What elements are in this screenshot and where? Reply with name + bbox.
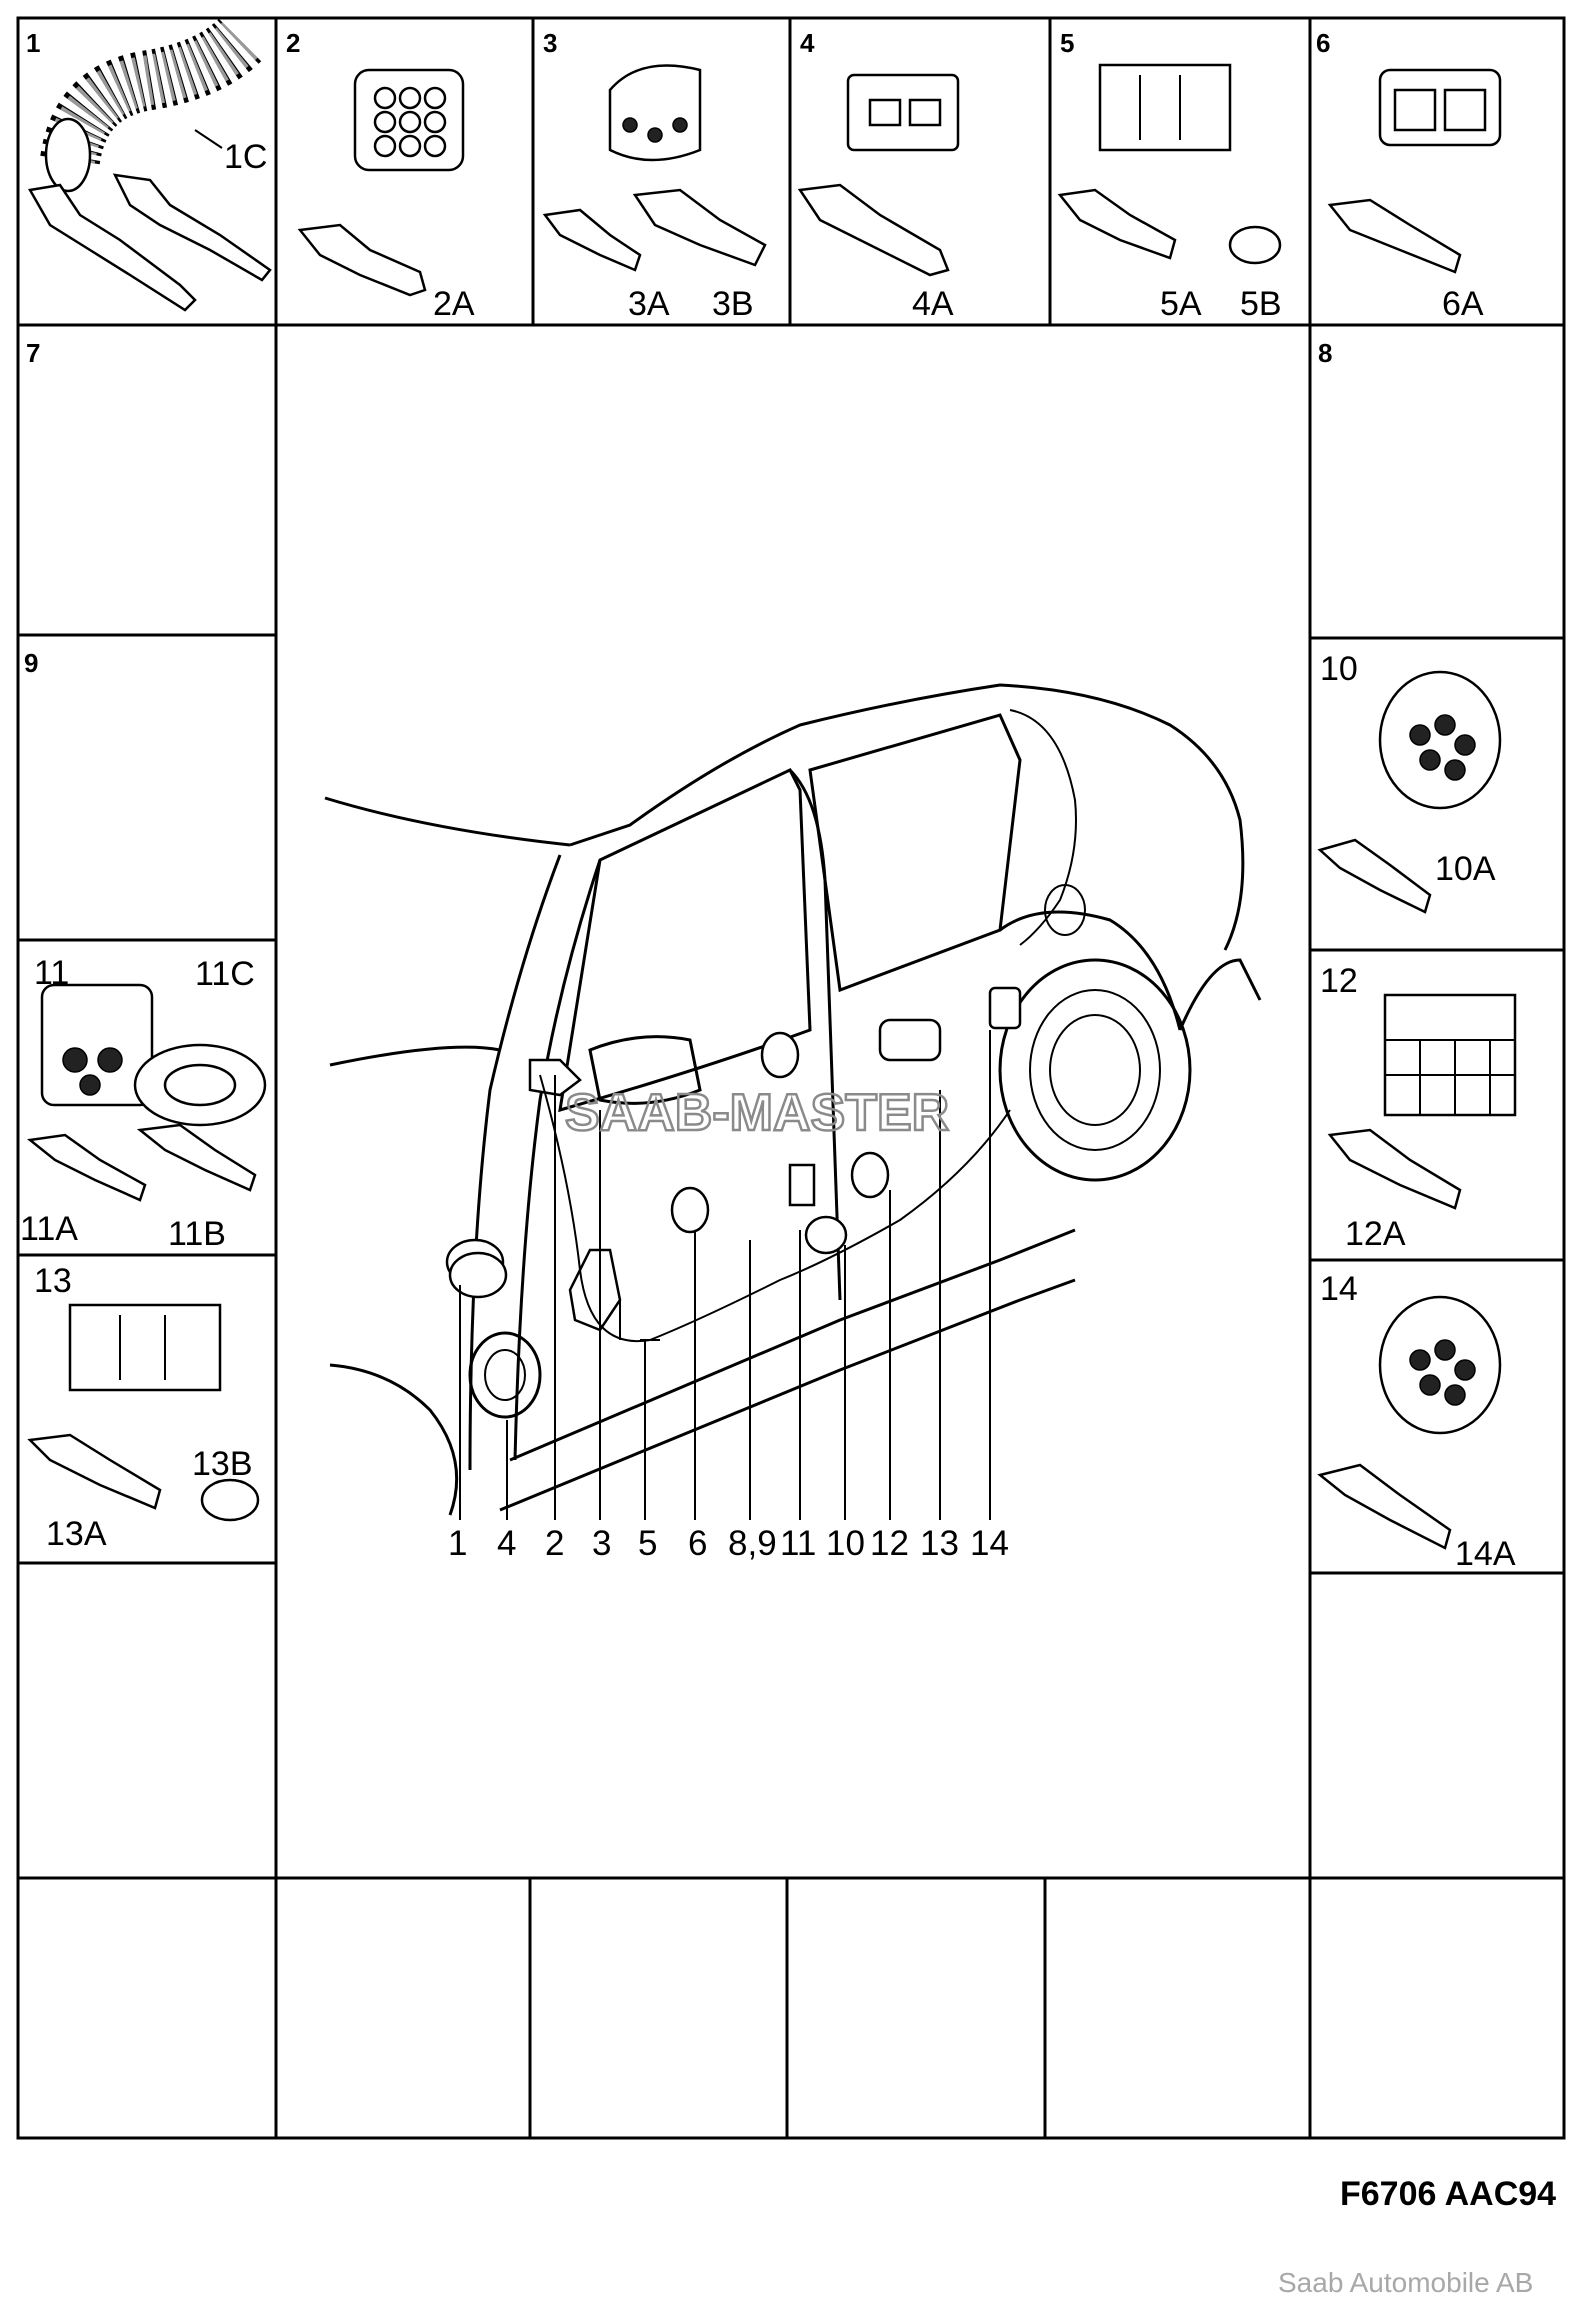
callout-label: 10 (826, 1524, 865, 1563)
part-label: 10A (1435, 850, 1496, 888)
cell-number: 13 (34, 1262, 72, 1300)
part-label: 14A (1455, 1535, 1516, 1573)
cell-number: 5 (1060, 28, 1074, 58)
callout-label: 12 (870, 1524, 909, 1563)
grid-frame (16, 16, 1566, 2140)
car-side-view (324, 683, 1262, 1516)
watermark: SAAB-MASTER (565, 1084, 949, 1142)
copyright-text: Saab Automobile AB (1278, 2267, 1533, 2298)
cell-6-parts: 6A (1327, 68, 1502, 323)
cell-5-parts: 5A 5B (1057, 63, 1282, 323)
cell-number: 3 (543, 28, 557, 58)
part-label: 11B (168, 1215, 226, 1253)
cell-2-parts: 2A (297, 68, 475, 323)
cell-number: 14 (1320, 1270, 1358, 1308)
cell-10-parts: 10A (1317, 670, 1502, 914)
cell-number: 8 (1318, 338, 1332, 368)
cell-number: 10 (1320, 650, 1358, 688)
callout-numbers: 1 4 2 3 5 6 8,9 11 10 12 13 14 (448, 1524, 1009, 1563)
callout-label: 3 (592, 1524, 611, 1563)
cell-14-parts: 14A (1317, 1295, 1516, 1573)
callout-label: 8,9 (728, 1524, 777, 1563)
part-label: 13A (46, 1515, 107, 1553)
callout-label: 2 (545, 1524, 564, 1563)
callout-label: 1 (448, 1524, 467, 1563)
cell-number: 1 (26, 28, 40, 58)
callout-label: 11 (780, 1524, 816, 1563)
part-label: 3B (712, 285, 754, 323)
part-label: 4A (912, 285, 954, 323)
cell-number: 4 (800, 28, 815, 58)
cell-number: 2 (286, 28, 300, 58)
callout-label: 13 (920, 1524, 959, 1563)
part-label: 5B (1240, 285, 1282, 323)
callout-label: 5 (638, 1524, 657, 1563)
part-label: 3A (628, 285, 670, 323)
part-label: 2A (433, 285, 475, 323)
part-label: 11C (195, 955, 255, 993)
drawing-code: F6706 AAC94 (1340, 2175, 1556, 2213)
cell-numbers: 1 2 3 4 5 6 7 8 9 10 11 12 13 14 (24, 28, 1358, 1308)
cell-number: 7 (26, 338, 40, 368)
part-label: 13B (192, 1445, 253, 1483)
callout-leaders (459, 1030, 991, 1520)
cell-12-parts: 12A (1327, 993, 1517, 1253)
cell-number: 12 (1320, 962, 1358, 1000)
callout-label: 4 (497, 1524, 516, 1563)
cell-13-parts: 13B 13A (27, 1303, 260, 1553)
part-label: 5A (1160, 285, 1202, 323)
cell-4-parts: 4A (797, 73, 960, 323)
part-label: 11A (20, 1210, 78, 1248)
part-label: 12A (1345, 1215, 1406, 1253)
part-label: 6A (1442, 285, 1484, 323)
cell-number: 6 (1316, 28, 1330, 58)
cell-number: 9 (24, 648, 38, 678)
cell-1-parts: 1C (28, 18, 272, 312)
part-label: 1C (224, 138, 267, 176)
cell-11-parts: 11C 11A 11B (20, 955, 267, 1253)
callout-label: 6 (688, 1524, 707, 1563)
cell-3-parts: 3A 3B (542, 64, 767, 323)
callout-label: 14 (970, 1524, 1009, 1563)
